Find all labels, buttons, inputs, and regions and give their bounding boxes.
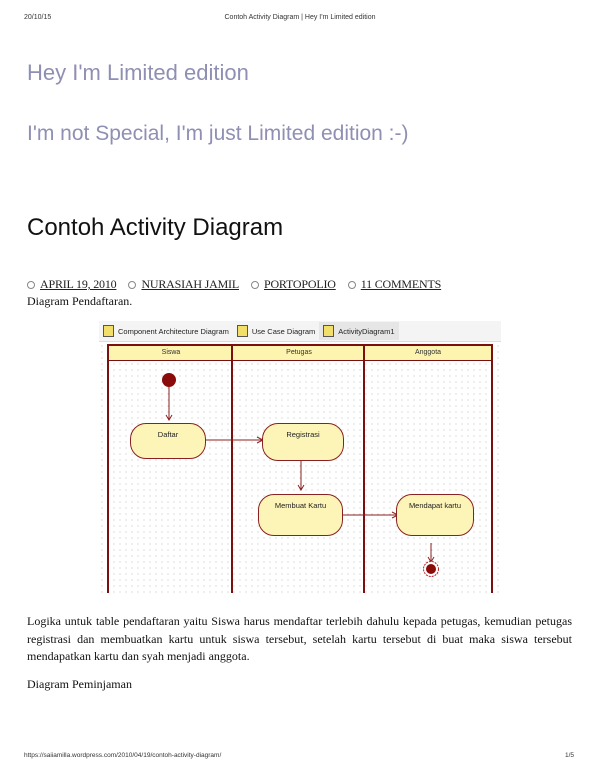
print-url: https://saiiamilla.wordpress.com/2010/04… [24, 752, 222, 759]
author-icon [128, 281, 137, 289]
diagram-icon [323, 325, 335, 337]
flow-arrows [162, 373, 439, 577]
node-mendapat-kartu: Mendapat kartu [396, 494, 474, 536]
site-title[interactable]: Hey I'm Limited edition [27, 60, 249, 85]
calendar-icon [27, 281, 35, 289]
swimlane-petugas: Petugas [231, 344, 365, 593]
category-icon [250, 281, 259, 289]
comments-link[interactable]: 11 COMMENTS [360, 277, 442, 291]
swimlane-siswa: Siswa [107, 344, 233, 593]
diagram-tabs: Component Architecture Diagram Use Case … [99, 321, 501, 342]
post-title: Contoh Activity Diagram [27, 214, 284, 241]
print-date: 20/10/15 [24, 14, 52, 21]
tab-component-architecture: Component Architecture Diagram [99, 322, 233, 340]
diagram-icon [236, 325, 248, 337]
logic-paragraph: Logika untuk table pendaftaran yaitu Sis… [27, 614, 572, 663]
node-registrasi: Registrasi [262, 423, 344, 461]
tab-use-case: Use Case Diagram [233, 322, 319, 340]
caption-pendaftaran: Diagram Pendaftaran. [27, 294, 133, 308]
tab-activity-diagram: ActivityDiagram1 [319, 322, 399, 340]
post-meta: APRIL 19, 2010 NURASIAH JAMIL PORTOPOLIO… [27, 277, 450, 292]
caption-peminjaman: Diagram Peminjaman [27, 677, 132, 691]
comments-icon [347, 281, 356, 289]
author-link[interactable]: NURASIAH JAMIL [141, 277, 239, 291]
site-tagline: I'm not Special, I'm just Limited editio… [27, 122, 409, 145]
diagram-icon [103, 325, 114, 337]
category-link[interactable]: PORTOPOLIO [263, 277, 336, 291]
page-number: 1/5 [564, 752, 574, 759]
post-date-link[interactable]: APRIL 19, 2010 [40, 277, 117, 291]
diagram-canvas: Siswa Petugas Anggota Daftar Registrasi … [99, 343, 501, 593]
initial-node [162, 373, 176, 387]
activity-diagram-figure: Component Architecture Diagram Use Case … [99, 321, 501, 593]
print-title: Contoh Activity Diagram | Hey I'm Limite… [224, 14, 376, 21]
node-daftar: Daftar [130, 423, 206, 459]
swimlane-anggota: Anggota [363, 344, 493, 593]
node-membuat-kartu: Membuat Kartu [258, 494, 343, 536]
